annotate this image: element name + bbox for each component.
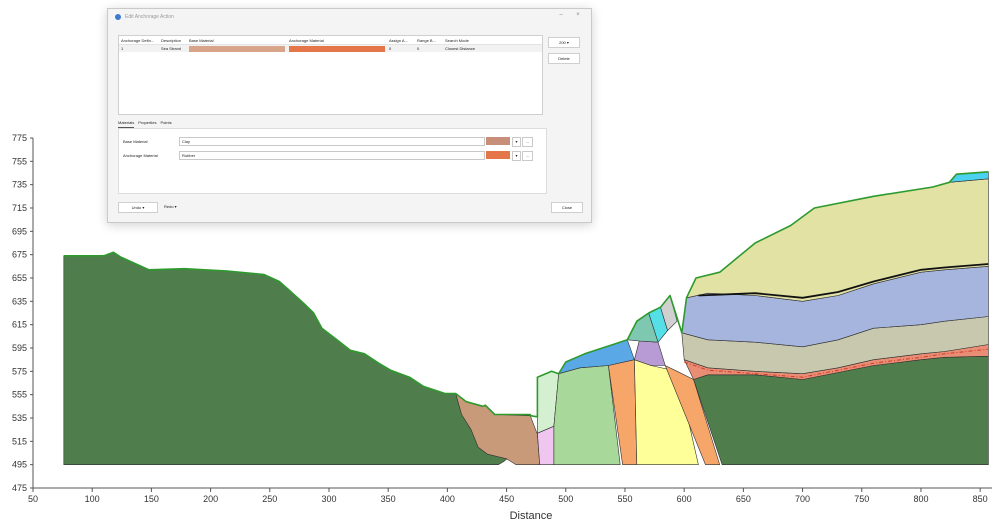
y-tick-label: 555 <box>12 390 27 400</box>
piezometric-line <box>684 348 989 378</box>
material-region <box>63 252 531 466</box>
y-tick-label: 715 <box>12 203 27 213</box>
row-base-material[interactable] <box>187 44 287 52</box>
anchorage-material-dropdown[interactable]: ▾ <box>512 151 521 161</box>
add-dropdown-button[interactable]: 200 ▾ <box>548 37 580 48</box>
y-tick-label: 615 <box>12 320 27 330</box>
x-tick-label: 350 <box>381 494 396 504</box>
column-header[interactable]: Base Material <box>187 36 287 45</box>
app-icon <box>115 14 121 20</box>
x-tick-label: 50 <box>28 494 38 504</box>
y-tick-label: 775 <box>12 133 27 143</box>
x-tick-label: 250 <box>262 494 277 504</box>
tab-materials[interactable]: Materials <box>118 119 135 128</box>
y-tick-label: 655 <box>12 273 27 283</box>
base-material-label: Base Material <box>123 139 148 144</box>
y-tick-label: 535 <box>12 413 27 423</box>
base-material-browse-button[interactable]: ... <box>522 137 533 147</box>
base-material-field[interactable]: Clay <box>179 137 485 146</box>
x-tick-label: 200 <box>203 494 218 504</box>
x-tick-label: 500 <box>558 494 573 504</box>
column-header[interactable]: Range B... <box>415 36 443 45</box>
dialog-title: Edit Anchorage Action <box>125 14 174 20</box>
y-tick-label: 575 <box>12 366 27 376</box>
undo-button[interactable]: Undo ▾ <box>118 202 158 213</box>
tab-properties[interactable]: Properties <box>138 120 157 125</box>
dialog-titlebar: Edit Anchorage Action – × <box>108 9 591 26</box>
ground-surface-line <box>63 171 989 418</box>
materials-panel: Base Material Clay ▾ ... Anchorage Mater… <box>118 128 547 194</box>
x-tick-label: 750 <box>854 494 869 504</box>
redo-button[interactable]: Redo ▾ <box>164 204 177 209</box>
x-tick-label: 650 <box>736 494 751 504</box>
x-tick-label: 550 <box>617 494 632 504</box>
x-tick-label: 300 <box>321 494 336 504</box>
y-tick-label: 635 <box>12 296 27 306</box>
x-axis-label: Distance <box>510 510 553 522</box>
x-tick-label: 150 <box>144 494 159 504</box>
y-tick-label: 695 <box>12 226 27 236</box>
base-material-swatch <box>189 45 285 52</box>
anchorage-material-field[interactable]: Rubber <box>179 151 485 160</box>
y-tick-label: 735 <box>12 180 27 190</box>
y-tick-label: 475 <box>12 483 27 493</box>
base-material-color-swatch[interactable] <box>486 137 510 145</box>
column-header[interactable]: Assign A... <box>387 36 415 45</box>
x-tick-label: 400 <box>440 494 455 504</box>
row-range: 0 <box>415 44 443 52</box>
row-description: Sea Strand <box>159 44 187 52</box>
y-tick-label: 515 <box>12 436 27 446</box>
row-search-mode: Closest Distance <box>443 44 542 52</box>
x-tick-label: 450 <box>499 494 514 504</box>
base-material-dropdown[interactable]: ▾ <box>512 137 521 147</box>
anchorage-material-color-swatch[interactable] <box>486 151 510 159</box>
anchorage-table: Anchorage Defin... Description Base Mate… <box>118 35 543 115</box>
y-tick-label: 595 <box>12 343 27 353</box>
row-id: 1 <box>119 44 159 52</box>
contact-line <box>698 263 989 299</box>
tab-strip: Materials Properties Points <box>118 119 176 128</box>
x-tick-label: 800 <box>913 494 928 504</box>
anchorage-material-label: Anchorage Material <box>123 153 158 158</box>
table-row[interactable]: 1 Sea Strand 0 0 Closest Distance <box>119 44 542 52</box>
column-header[interactable]: Description <box>159 36 187 45</box>
column-header[interactable]: Search Mode <box>443 36 542 45</box>
x-tick-label: 100 <box>85 494 100 504</box>
material-region <box>634 340 666 366</box>
y-tick-label: 755 <box>12 156 27 166</box>
anchorage-material-browse-button[interactable]: ... <box>522 151 533 161</box>
close-button[interactable]: Close <box>551 202 583 213</box>
edit-anchorage-dialog: Edit Anchorage Action – × Anchorage Defi… <box>107 8 592 223</box>
column-header[interactable]: Anchorage Material <box>287 36 387 45</box>
table-header-row: Anchorage Defin... Description Base Mate… <box>119 36 542 45</box>
x-tick-label: 850 <box>973 494 988 504</box>
x-tick-label: 600 <box>677 494 692 504</box>
tab-points[interactable]: Points <box>160 120 172 125</box>
column-header[interactable]: Anchorage Defin... <box>119 36 159 45</box>
y-tick-label: 495 <box>12 460 27 470</box>
x-tick-label: 700 <box>795 494 810 504</box>
anchorage-material-swatch <box>289 45 385 52</box>
row-assign: 0 <box>387 44 415 52</box>
row-anchorage-material[interactable] <box>287 44 387 52</box>
y-tick-label: 675 <box>12 250 27 260</box>
base-material-row: Base Material Clay ▾ ... <box>119 137 546 147</box>
minimize-button[interactable]: – <box>559 12 563 18</box>
close-window-button[interactable]: × <box>576 12 580 18</box>
anchorage-material-row: Anchorage Material Rubber ▾ ... <box>119 151 546 161</box>
material-region <box>664 365 721 466</box>
delete-button[interactable]: Delete <box>548 53 580 64</box>
